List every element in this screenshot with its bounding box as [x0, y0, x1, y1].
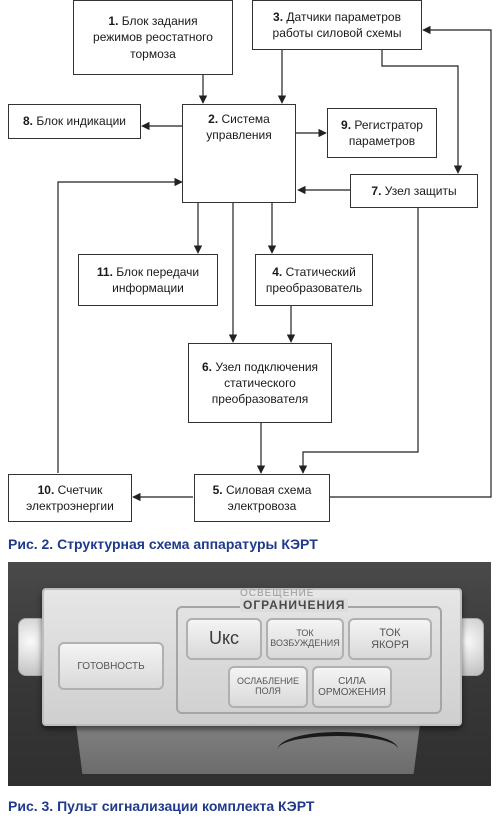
panel-cable — [278, 732, 398, 766]
lamp-armature-current: ТОК ЯКОРЯ — [348, 618, 432, 660]
block-4-number: 4. — [272, 264, 283, 279]
block-1-number: 1. — [108, 14, 119, 29]
lamp-ukc: Uкс — [186, 618, 262, 660]
block-2-label: Система управления — [206, 112, 272, 143]
limits-group-title: ОГРАНИЧЕНИЯ — [240, 598, 349, 612]
block-11: 11. Блок передачи информации — [78, 254, 218, 306]
link-7-5 — [298, 208, 419, 474]
block-1-label: Блок задания режимов реостатного тормоза — [93, 14, 213, 61]
block-11-number: 11. — [96, 264, 113, 279]
block-10: 10. Счетчик электроэнергии — [8, 474, 132, 522]
link-5-3 — [330, 25, 492, 498]
block-10-label: Счетчик электроэнергии — [26, 482, 114, 513]
block-5-number: 5. — [212, 482, 223, 497]
block-6: 6. Узел подключения статического преобра… — [188, 343, 332, 423]
block-8: 8. Блок индикации — [8, 104, 141, 139]
block-6-label: Узел подключения статического преобразов… — [211, 359, 319, 407]
block-10-number: 10. — [37, 482, 55, 497]
block-2-number: 2. — [208, 112, 219, 126]
block-7-label: Узел защиты — [384, 183, 457, 198]
block-7-number: 7. — [371, 183, 382, 198]
block-3-number: 3. — [273, 9, 284, 24]
lamp-excitation-current: ТОК ВОЗБУЖДЕНИЯ — [266, 618, 344, 660]
block-3-label: Датчики параметров работы силовой схемы — [272, 9, 402, 40]
lamp-ready: ГОТОВНОСТЬ — [58, 642, 164, 690]
block-8-number: 8. — [23, 114, 34, 129]
block-5-label: Силовая схема электровоза — [225, 482, 312, 513]
lamp-braking-force: СИЛА ОРМОЖЕНИЯ — [312, 666, 392, 708]
block-9: 9. Регистратор параметров — [327, 108, 437, 158]
block-4: 4. Статический преобразователь — [255, 254, 373, 306]
block-9-label: Регистратор параметров — [348, 117, 423, 148]
block-5: 5. Силовая схема электровоза — [194, 474, 330, 522]
block-2: 2. Система управления — [182, 104, 296, 203]
block-3: 3. Датчики параметров работы силовой схе… — [252, 0, 422, 50]
link-3-7 — [381, 50, 463, 174]
block-7: 7. Узел защиты — [350, 174, 478, 208]
block-1: 1. Блок задания режимов реостатного торм… — [73, 0, 233, 75]
link-10-2 — [57, 177, 183, 473]
lamp-field-weakening: ОСЛАБЛЕНИЕ ПОЛЯ — [228, 666, 308, 708]
panel-ghost-label: ОСВЕЩЕНИЕ — [240, 588, 315, 599]
figure-2-caption: Рис. 2. Структурная схема аппаратуры КЭР… — [8, 536, 318, 552]
block-9-number: 9. — [341, 117, 352, 132]
block-8-label: Блок индикации — [36, 114, 126, 129]
block-11-label: Блок передачи информации — [112, 264, 200, 295]
diagram-links — [57, 25, 492, 502]
block-6-number: 6. — [201, 359, 212, 374]
block-4-label: Статический преобразователь — [265, 264, 363, 295]
signal-panel-photo: ОСВЕЩЕНИЕ ОГРАНИЧЕНИЯ ГОТОВНОСТЬ Uкс ТОК… — [8, 562, 491, 786]
figure-3-caption: Рис. 3. Пульт сигнализации комплекта КЭР… — [8, 798, 315, 814]
